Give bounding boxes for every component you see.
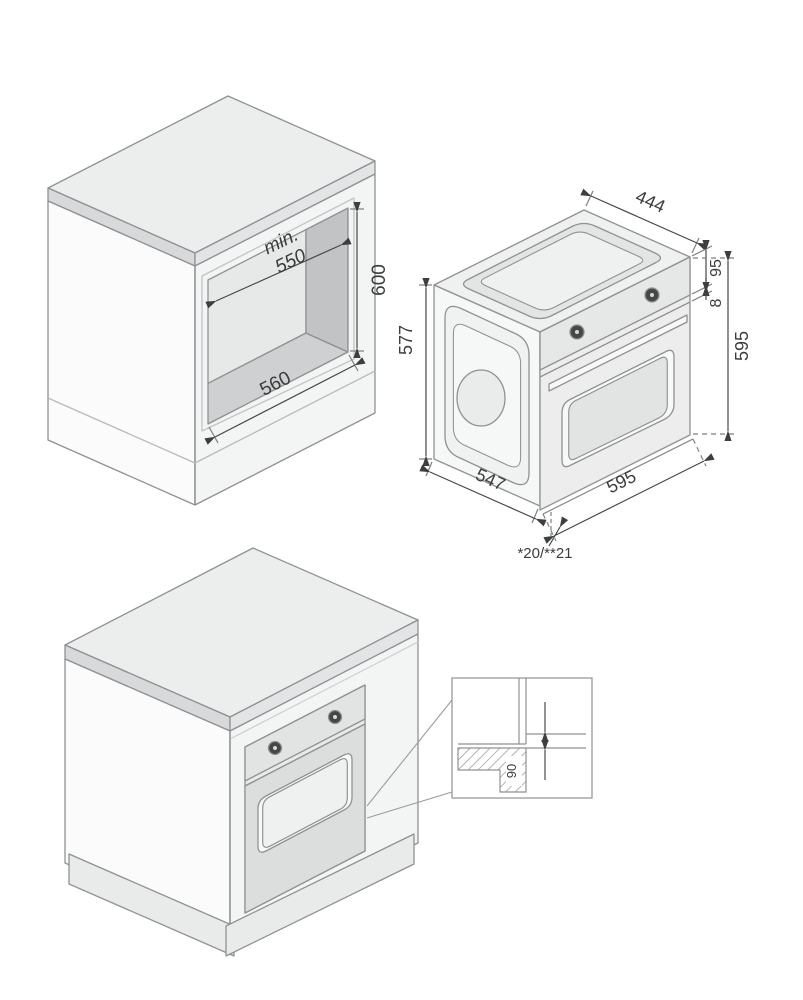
dim-595b-ext-2: [692, 438, 707, 467]
installed-cabinet-view: [64, 547, 419, 957]
dim-depth-arrow: [205, 237, 352, 309]
dim-547-arrow: [419, 464, 547, 527]
detail-label-bg: [506, 756, 522, 786]
oven-handle: [548, 314, 688, 392]
door-note-leader: [548, 516, 569, 547]
dim-595b-arrow: [543, 453, 715, 544]
detail-inset: [451, 677, 593, 799]
dim-547-ext-2: [531, 508, 539, 524]
oven-dimensions: [419, 188, 735, 547]
installed-plinth-front: [225, 833, 415, 957]
oven-knob-left: [569, 324, 585, 340]
oven-knob-right: [644, 287, 660, 303]
dim-95-label: 95: [708, 259, 725, 277]
dim-444-ext-1: [585, 190, 594, 207]
dim-595-right-label: 595: [732, 331, 752, 361]
installed-knob-left: [267, 740, 283, 756]
oven-door-gap-line: [539, 301, 691, 378]
dim-444-ext-2: [691, 237, 700, 254]
dim-8-label: 8: [708, 298, 725, 307]
installed-oven-control-strip: [244, 684, 366, 782]
cutout-dimensions: [204, 202, 366, 445]
plinth-line-left: [47, 397, 196, 464]
door-note-label: *20/**21: [517, 545, 572, 562]
dim-444-arrow: [580, 188, 708, 251]
dim-height-label: 600: [369, 264, 390, 296]
detail-leader-lines: [366, 699, 453, 819]
detail-leader-top: [366, 699, 453, 807]
dim-547-ext-1: [425, 461, 433, 477]
cutout-cabinet-view: [47, 95, 376, 506]
detail-clearance-label: 90: [504, 764, 519, 778]
oven-side-circle: [456, 369, 506, 427]
installed-knob-right: [327, 709, 343, 725]
detail-frame: [451, 677, 593, 799]
detail-leader-bottom: [366, 791, 453, 819]
dim-577-label: 577: [396, 325, 416, 355]
oven-dimension-view: [433, 209, 694, 515]
installed-counter-shadow: [229, 641, 419, 740]
oven-control-strip: [539, 256, 691, 371]
installed-plinth-left: [68, 853, 235, 957]
dim-width-arrow: [204, 357, 366, 445]
dim-444-label: 444: [633, 186, 669, 216]
